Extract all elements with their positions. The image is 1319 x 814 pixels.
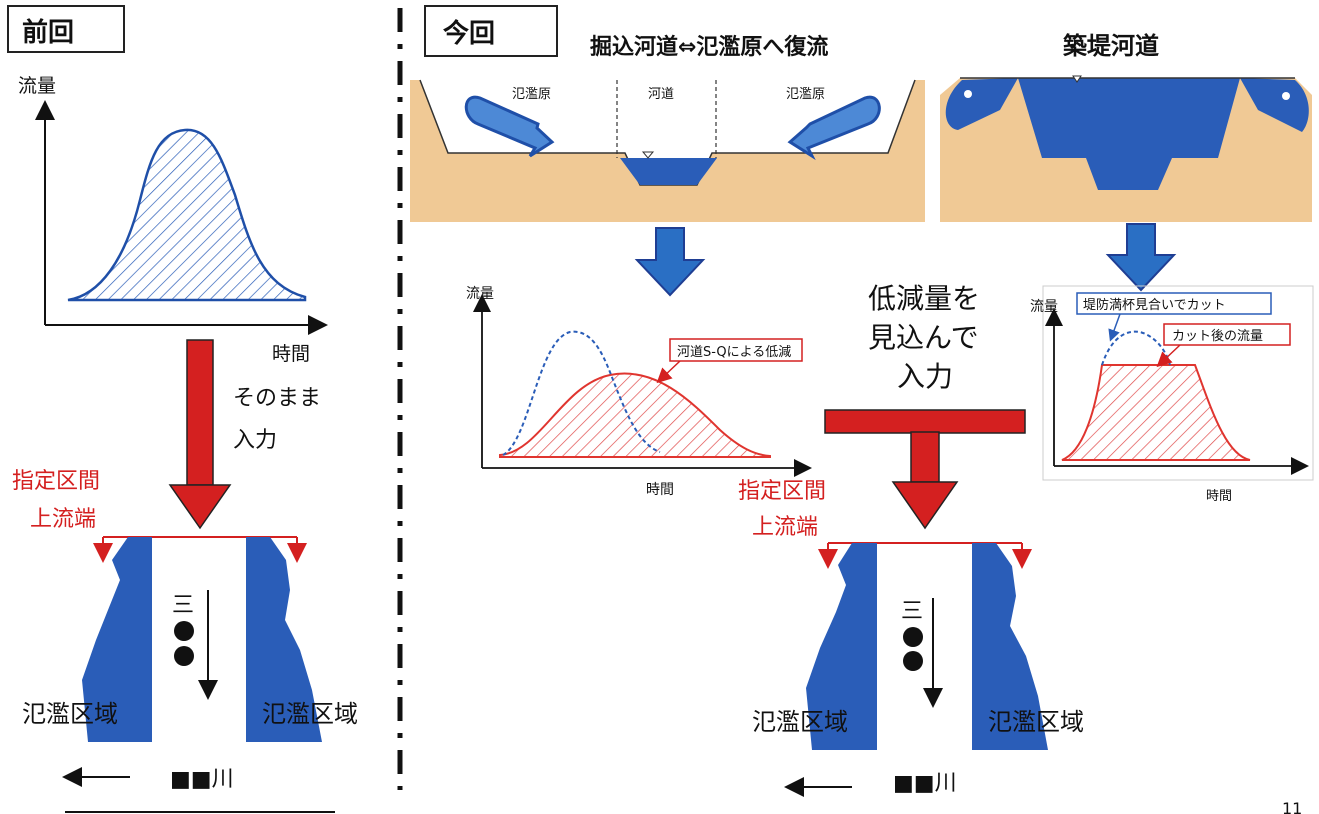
levee-right-dot [1282,92,1290,100]
left-river-name: ■■川 [170,767,234,792]
graph2-callout1-text: 堤防満杯見合いでカット [1083,297,1226,313]
graph-attenuation: 流量 河道S-Qによる低減 時間 [466,286,812,498]
graph2-cut-hydrograph [1061,364,1251,461]
dug-channel-water [620,158,717,185]
left-bank-right [246,537,322,742]
floodplain-flow-arrow-right [787,95,881,161]
dug-channel-cross-section: 氾濫原 河道 氾濫原 [410,79,925,222]
graph2-x-label: 時間 [1206,489,1232,504]
graph2-callout2-text: カット後の流量 [1172,329,1263,344]
levee-left [945,78,1018,130]
graph2-callout2-leader [1156,344,1181,368]
graph2-callout2-box [1163,323,1291,346]
left-bank-left [82,537,152,742]
left-instruction-line1: そのまま [233,386,321,411]
levee-left-dot [964,90,972,98]
left-flood-zone-left: 氾濫区域 [22,700,118,728]
middle-instruction-line1: 低減量を [868,282,980,315]
graph1-callout-text: 河道S-Qによる低減 [677,344,791,360]
right-header-label: 今回 [443,18,495,49]
graph2-callout1-leader [1108,313,1121,342]
right-section-line1: 指定区間 [738,479,826,504]
right-header-box [424,5,558,57]
dug-channel-title: 掘込河道⇔氾濫原へ復流 [590,34,828,60]
graph1-original-hydrograph [502,330,661,456]
right-bullet-2 [903,651,923,671]
left-panel: 前回 流量 時間 そのまま 入力 指定区間 上流端 氾濫区域 氾濫区域 三 ■■… [7,5,358,813]
floodplain-flow-arrow-left [464,95,555,158]
left-header-label: 前回 [22,17,74,48]
levee-water-level-marker [1072,75,1082,83]
left-flood-zone-right: 氾濫区域 [262,700,358,728]
left-section-line1: 指定区間 [12,469,100,494]
left-hydrograph [67,128,307,302]
graph1-y-label: 流量 [466,286,494,302]
cs-channel-label: 河道 [648,87,674,102]
graph2-y-label: 流量 [1030,299,1058,315]
left-graph-x-label: 時間 [272,343,310,365]
water-level-marker [641,151,655,159]
blue-down-arrow-2 [1105,223,1177,292]
graph1-x-label: 時間 [646,482,674,498]
right-panel: 今回 掘込河道⇔氾濫原へ復流 築堤河道 氾濫原 河道 氾濫原 [410,5,1314,814]
right-bank-right [972,543,1048,750]
graph2-callout1-box [1076,292,1272,315]
middle-instruction-line3: 入力 [897,360,953,393]
left-instruction-line2: 入力 [233,428,277,453]
levee-channel-water [1018,78,1240,190]
right-section-line2: 上流端 [752,515,818,540]
left-flow-mark: 三 [172,593,194,618]
left-red-down-arrow [168,339,232,530]
graph1-callout-box [669,338,803,362]
levee-right [1240,78,1309,132]
levee-channel-title: 築堤河道 [1062,32,1159,60]
graph1-attenuated-hydrograph [499,372,771,458]
graph1-callout-leader [656,360,681,384]
left-graph-y-label: 流量 [18,75,56,97]
right-flow-mark: 三 [901,599,923,624]
levee-channel-cross-section [940,75,1312,222]
left-bullet-2 [174,646,194,666]
graph2-frame [1042,285,1314,481]
right-river-name: ■■川 [893,771,957,796]
blue-down-arrow-1 [634,227,706,297]
right-flood-zone-left: 氾濫区域 [752,708,848,736]
left-bullet-1 [174,621,194,641]
left-header-box [7,5,125,53]
left-section-line2: 上流端 [30,507,96,532]
middle-instruction-line2: 見込んで [868,321,979,354]
page-number: 11 [1282,799,1302,814]
right-flood-zone-right: 氾濫区域 [988,708,1084,736]
cs-floodplain-left-label: 氾濫原 [512,87,551,102]
right-bullet-1 [903,627,923,647]
graph-cut: 流量 堤防満杯見合いでカット カット後の流量 時間 [1030,285,1314,504]
cs-floodplain-right-label: 氾濫原 [786,87,825,102]
right-bank-left [806,543,877,750]
graph2-cut-peak [1101,330,1171,366]
red-t-arrow [824,409,1026,530]
